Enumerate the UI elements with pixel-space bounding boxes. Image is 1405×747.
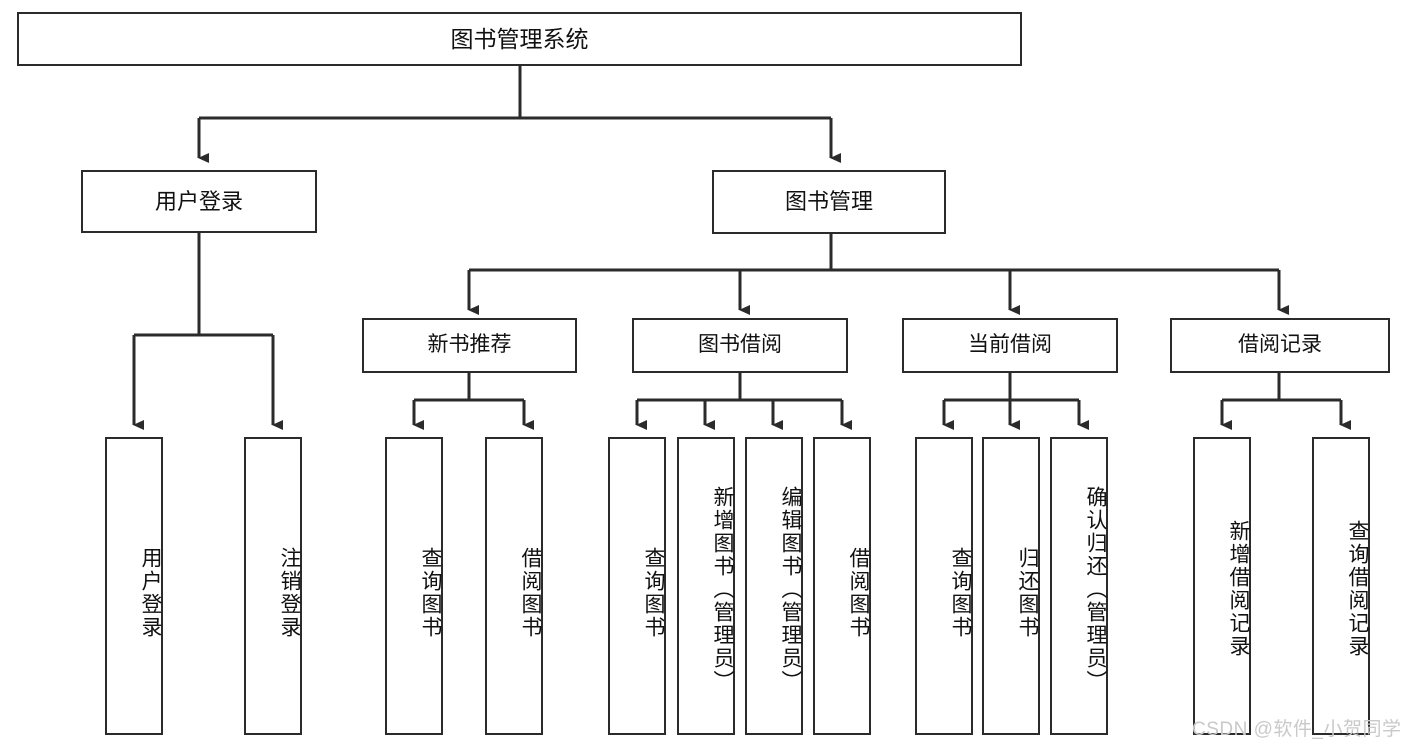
node-label: 新书推荐	[427, 333, 512, 357]
node-label: 图书管理系统	[450, 25, 589, 52]
node-book-borrow[interactable]: 图书借阅	[632, 318, 848, 373]
leaf-borrow-book-recommend[interactable]: 借阅图书	[485, 437, 543, 735]
leaf-query-book[interactable]: 查询图书	[608, 437, 666, 735]
node-label: 用户登录	[139, 547, 162, 639]
leaf-query-book-recommend[interactable]: 查询图书	[385, 437, 443, 735]
node-label: 用户登录	[154, 188, 243, 214]
leaf-confirm-return-admin[interactable]: 确认归还（管理员）	[1050, 437, 1108, 735]
leaf-return-book[interactable]: 归还图书	[982, 437, 1040, 735]
node-user-login[interactable]: 用户登录	[81, 170, 317, 233]
node-new-book-recommend[interactable]: 新书推荐	[362, 318, 577, 373]
node-current-borrow[interactable]: 当前借阅	[902, 318, 1118, 373]
node-label: 查询图书	[949, 547, 972, 639]
leaf-edit-book-admin[interactable]: 编辑图书（管理员）	[745, 437, 803, 735]
node-label: 当前借阅	[968, 333, 1052, 357]
node-label: 借阅记录	[1238, 333, 1322, 357]
node-label: 查询图书	[419, 547, 442, 639]
node-label: 查询借阅记录	[1346, 520, 1369, 658]
node-root-system[interactable]: 图书管理系统	[17, 12, 1022, 66]
node-label: 编辑图书（管理员）	[779, 485, 802, 693]
node-label: 确认归还（管理员）	[1084, 485, 1107, 693]
node-borrow-record[interactable]: 借阅记录	[1170, 318, 1390, 373]
node-book-management[interactable]: 图书管理	[712, 170, 946, 234]
leaf-borrow-book[interactable]: 借阅图书	[813, 437, 871, 735]
node-label: 图书借阅	[698, 333, 782, 357]
leaf-user-logout[interactable]: 注销登录	[244, 437, 302, 735]
node-label: 查询图书	[642, 547, 665, 639]
node-label: 借阅图书	[847, 547, 870, 639]
node-label: 新增图书（管理员）	[711, 485, 734, 693]
leaf-query-book-current[interactable]: 查询图书	[915, 437, 973, 735]
node-label: 注销登录	[278, 547, 301, 639]
leaf-user-login[interactable]: 用户登录	[105, 437, 163, 735]
leaf-query-borrow-record[interactable]: 查询借阅记录	[1312, 437, 1370, 735]
node-label: 借阅图书	[519, 547, 542, 639]
node-label: 图书管理	[784, 189, 873, 215]
watermark: CSDN @软件_小贺同学	[1192, 719, 1402, 740]
node-label: 新增借阅记录	[1227, 520, 1250, 658]
leaf-add-borrow-record[interactable]: 新增借阅记录	[1193, 437, 1251, 735]
leaf-add-book-admin[interactable]: 新增图书（管理员）	[677, 437, 735, 735]
node-label: 归还图书	[1016, 547, 1039, 639]
